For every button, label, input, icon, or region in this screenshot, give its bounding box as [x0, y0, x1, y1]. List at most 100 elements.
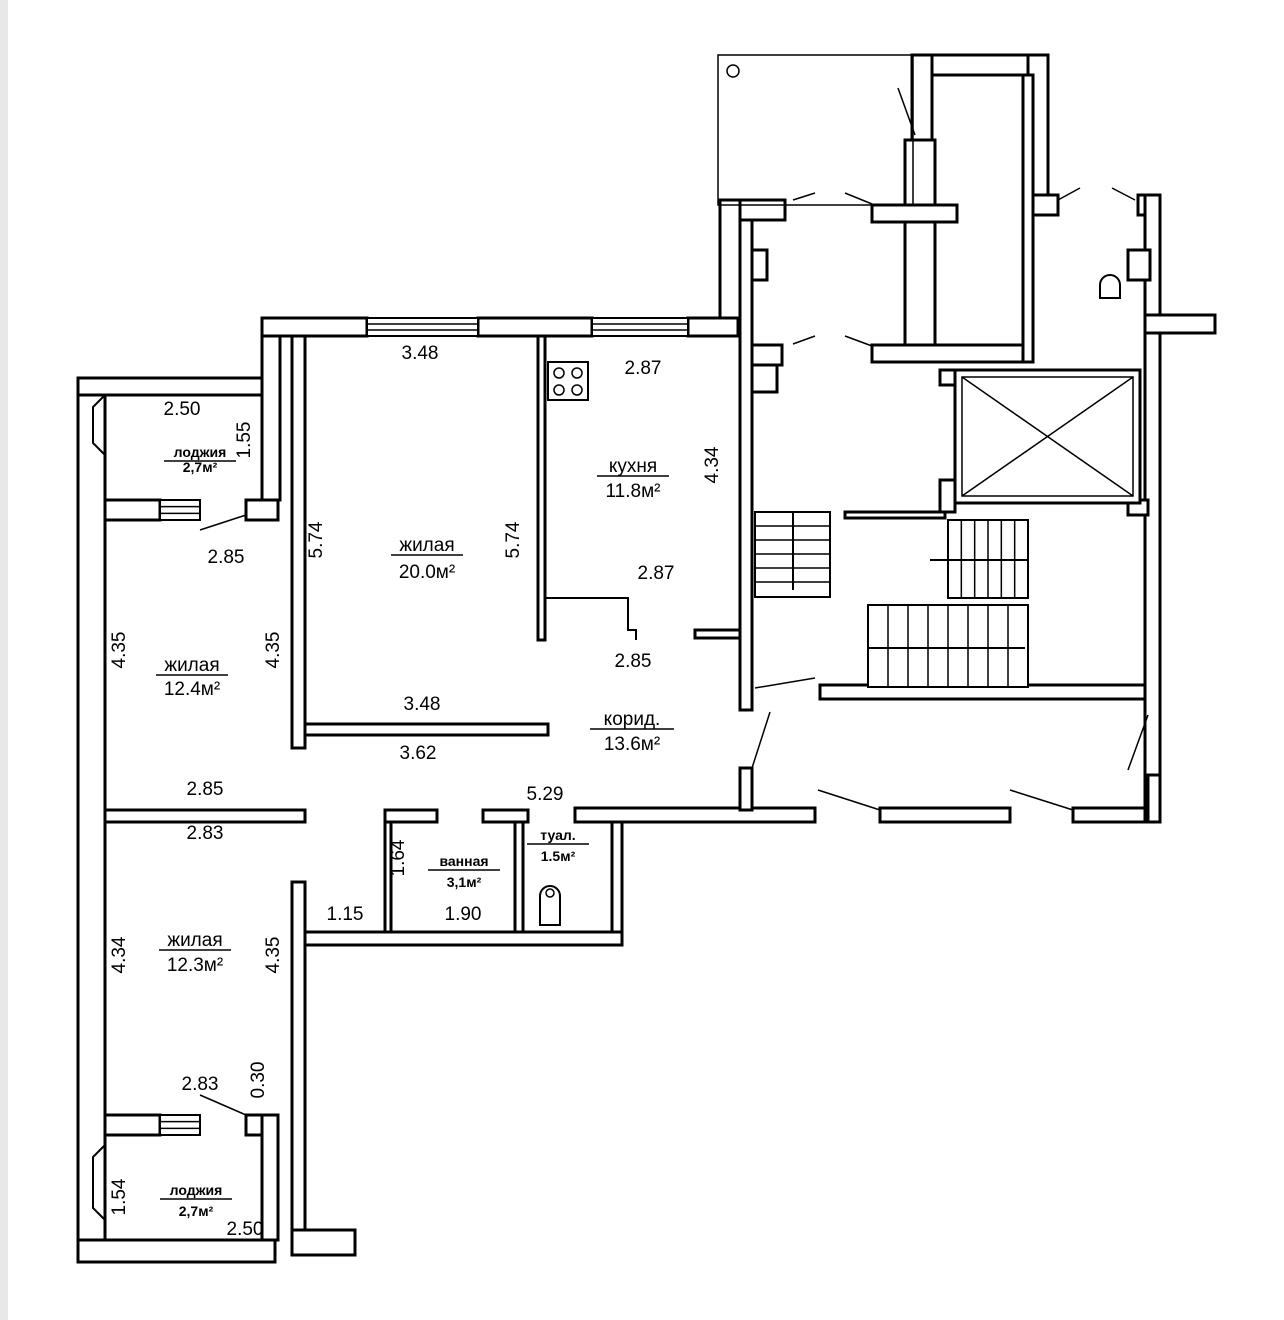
- wall: [260, 1113, 280, 1242]
- wall: [686, 316, 740, 338]
- wall: [1143, 313, 1217, 335]
- stove-icon: [547, 361, 589, 401]
- dimension-label: 4.35: [109, 632, 130, 669]
- window: [591, 317, 689, 337]
- room-name: жилая: [164, 655, 219, 676]
- wall: [290, 880, 307, 1247]
- page-edge: [0, 0, 8, 1320]
- dimension-label: 3.62: [400, 743, 437, 764]
- dimension-label: 2.87: [625, 358, 662, 379]
- room-name: ванная: [439, 853, 488, 869]
- wall: [693, 628, 742, 640]
- room-area: 2,7м²: [183, 459, 218, 475]
- wall: [843, 510, 947, 520]
- wall: [76, 376, 277, 397]
- room-label-living-12-3: жилая 12.3м²: [159, 930, 231, 976]
- room-name: корид.: [604, 709, 661, 730]
- room-name: жилая: [399, 535, 454, 556]
- wall: [76, 1238, 277, 1264]
- room-label-kitchen: кухня 11.8м²: [597, 456, 669, 502]
- dimension-label: 3.48: [402, 343, 439, 364]
- wall: [870, 343, 1034, 364]
- window: [159, 499, 201, 521]
- dimension-label: 5.29: [527, 784, 564, 805]
- room-label-corridor: корид. 13.6м²: [590, 709, 674, 755]
- wall: [536, 334, 547, 642]
- wall: [738, 198, 754, 712]
- room-name: кухня: [609, 456, 657, 477]
- dimension-label: 1.54: [109, 1178, 130, 1215]
- room-label-living-20: жилая 20.0м²: [391, 535, 463, 583]
- room-label-toilet: туал. 1.5м²: [527, 827, 589, 864]
- dimension-label: 1.55: [234, 422, 255, 459]
- dimension-label: 2.85: [208, 547, 245, 568]
- wall: [103, 1113, 162, 1137]
- dimension-label: 2.83: [182, 1074, 219, 1095]
- dimension-label: 4.34: [702, 446, 723, 483]
- dimension-label: 2.50: [227, 1219, 264, 1240]
- room-area: 20.0м²: [399, 562, 455, 583]
- room-area: 2,7м²: [179, 1203, 214, 1219]
- room-label-living-12-4: жилая 12.4м²: [156, 655, 228, 700]
- elevator-icon: [953, 368, 1142, 505]
- dimension-label: 2.85: [615, 651, 652, 672]
- wall: [750, 343, 784, 367]
- wall: [303, 722, 550, 737]
- room-area: 12.4м²: [164, 679, 220, 700]
- room-name: туал.: [540, 827, 575, 843]
- kitchen-counter: [545, 597, 637, 640]
- balcony-rail: [92, 394, 106, 456]
- wall: [476, 316, 594, 338]
- wall: [878, 806, 1012, 824]
- fixtures: [199, 64, 1149, 1116]
- dimension-label: 2.85: [187, 779, 224, 800]
- wall: [1126, 248, 1152, 282]
- wall: [1021, 73, 1035, 364]
- dimension-label: 4.34: [109, 936, 130, 973]
- wall: [76, 376, 107, 1264]
- room-name: жилая: [167, 930, 222, 951]
- wall: [738, 766, 754, 812]
- wall: [260, 316, 282, 502]
- shaft-outline: [717, 54, 914, 206]
- wall: [610, 820, 624, 936]
- wall: [383, 808, 439, 824]
- wall: [938, 478, 957, 514]
- window: [159, 1114, 201, 1136]
- wall: [103, 498, 162, 522]
- toilet-icon: [539, 885, 561, 926]
- balcony-rail: [92, 1144, 106, 1221]
- wall: [513, 820, 525, 936]
- wall: [750, 248, 769, 282]
- wall: [1146, 773, 1162, 824]
- shaft-marker-icon: [726, 64, 740, 78]
- dimension-label: 2.87: [638, 563, 675, 584]
- dimension-label: 1.64: [388, 839, 409, 876]
- dimension-label: 1.15: [327, 904, 364, 925]
- dimension-label: 3.48: [404, 694, 441, 715]
- room-area: 13.6м²: [604, 734, 660, 755]
- room-area: 1.5м²: [541, 848, 576, 864]
- dimension-label: 5.74: [306, 521, 327, 558]
- wall: [290, 1228, 357, 1257]
- toilet-icon-stairwell: [1099, 274, 1121, 299]
- wall: [870, 203, 959, 224]
- wall: [938, 368, 957, 387]
- wall: [383, 820, 393, 936]
- wall: [1143, 331, 1162, 822]
- wall: [290, 334, 307, 750]
- dimension-label: 4.35: [263, 937, 284, 974]
- room-area: 11.8м²: [606, 481, 661, 502]
- wall: [718, 198, 742, 320]
- wall: [103, 808, 307, 824]
- room-area: 12.3м²: [167, 955, 223, 976]
- dimension-label: 4.35: [263, 632, 284, 669]
- dimension-label: 5.74: [503, 521, 524, 558]
- stairs: [754, 511, 1029, 688]
- room-name: лоджия: [174, 444, 227, 460]
- wall: [260, 316, 369, 338]
